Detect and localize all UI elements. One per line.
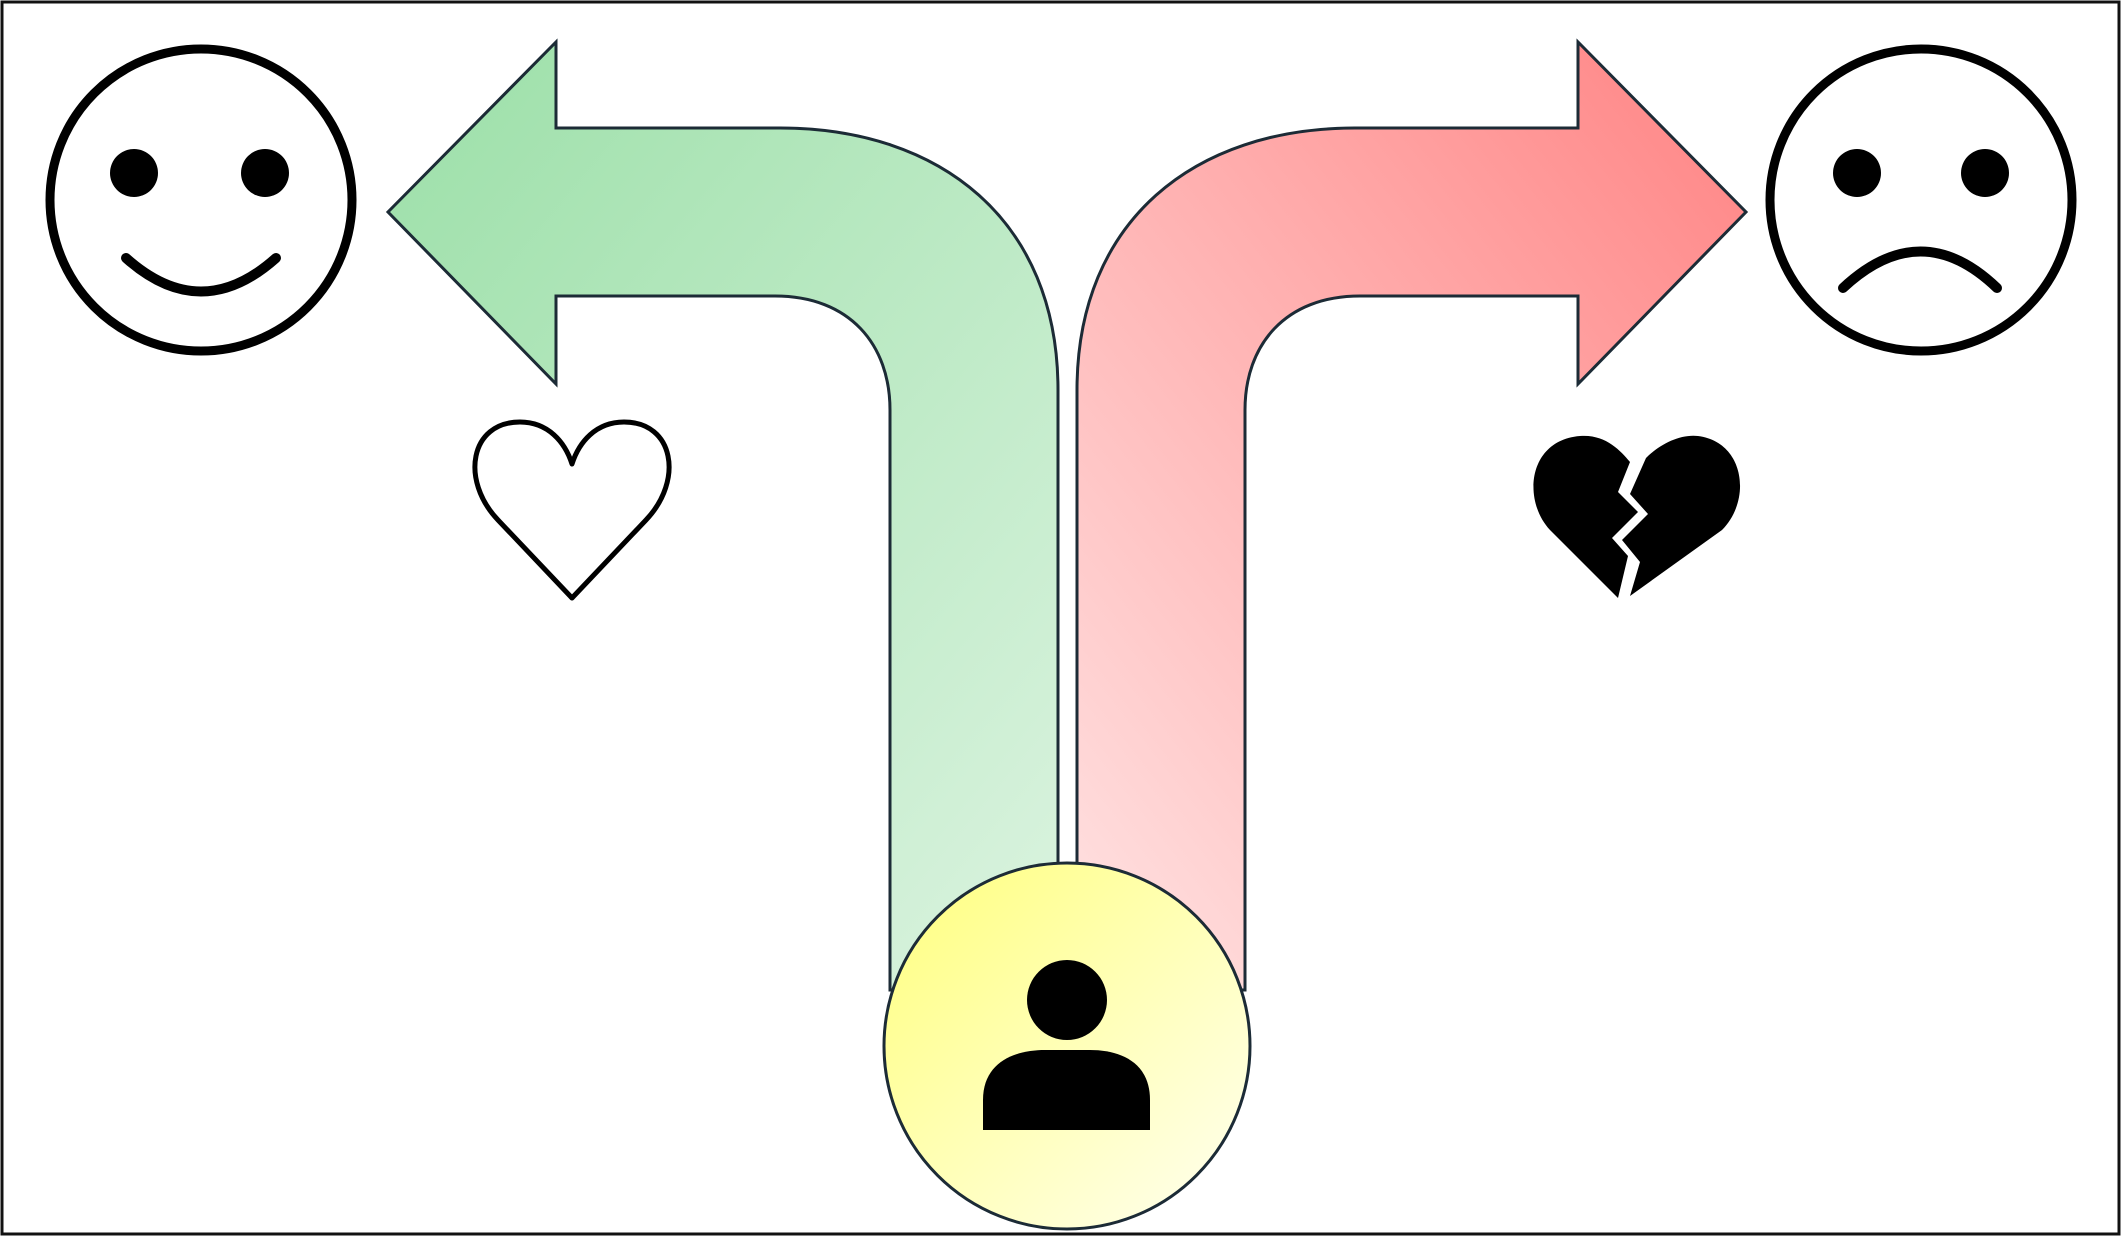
person-circle [882,861,1252,1231]
heart-outline-shape [472,419,672,601]
sad-face-icon [1765,44,2077,356]
right-arrow [1075,38,1749,992]
left-arrow [385,38,1060,992]
happy-face-icon [45,44,357,356]
person-icon [983,960,1150,1130]
person-node [882,861,1252,1231]
broken-heart-icon [1533,435,1741,598]
